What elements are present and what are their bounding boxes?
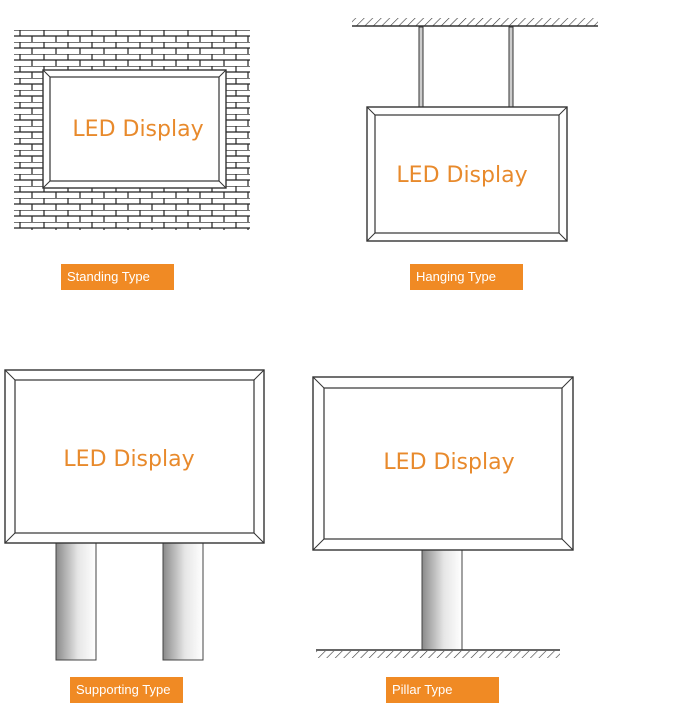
pillar-type-illustration: LED Display (312, 376, 574, 658)
standing-screen: LED Display (42, 69, 227, 189)
supporting-type-label: Supporting Type (70, 677, 183, 703)
standing-type-label: Standing Type (61, 264, 174, 290)
support-post-left (55, 542, 97, 661)
hanging-rod-right (508, 26, 514, 108)
ceiling-hatch (352, 18, 598, 26)
hanging-screen-label: LED Display (396, 163, 527, 188)
pillar-screen: LED Display (312, 376, 574, 551)
hanging-type-illustration: LED Display (352, 18, 598, 242)
hanging-rod-left (418, 26, 424, 108)
support-post-right (162, 542, 204, 661)
hanging-type-label: Hanging Type (410, 264, 523, 290)
standing-screen-label: LED Display (72, 117, 203, 142)
hanging-screen: LED Display (366, 106, 568, 242)
standing-type-illustration: LED Display (14, 30, 250, 230)
pillar-post (421, 549, 463, 651)
pillar-screen-label: LED Display (383, 450, 514, 475)
ground-hatch (316, 651, 560, 658)
pillar-type-label: Pillar Type (386, 677, 499, 703)
supporting-screen: LED Display (4, 369, 265, 544)
supporting-screen-label: LED Display (63, 447, 194, 472)
supporting-type-illustration: LED Display (4, 369, 265, 661)
